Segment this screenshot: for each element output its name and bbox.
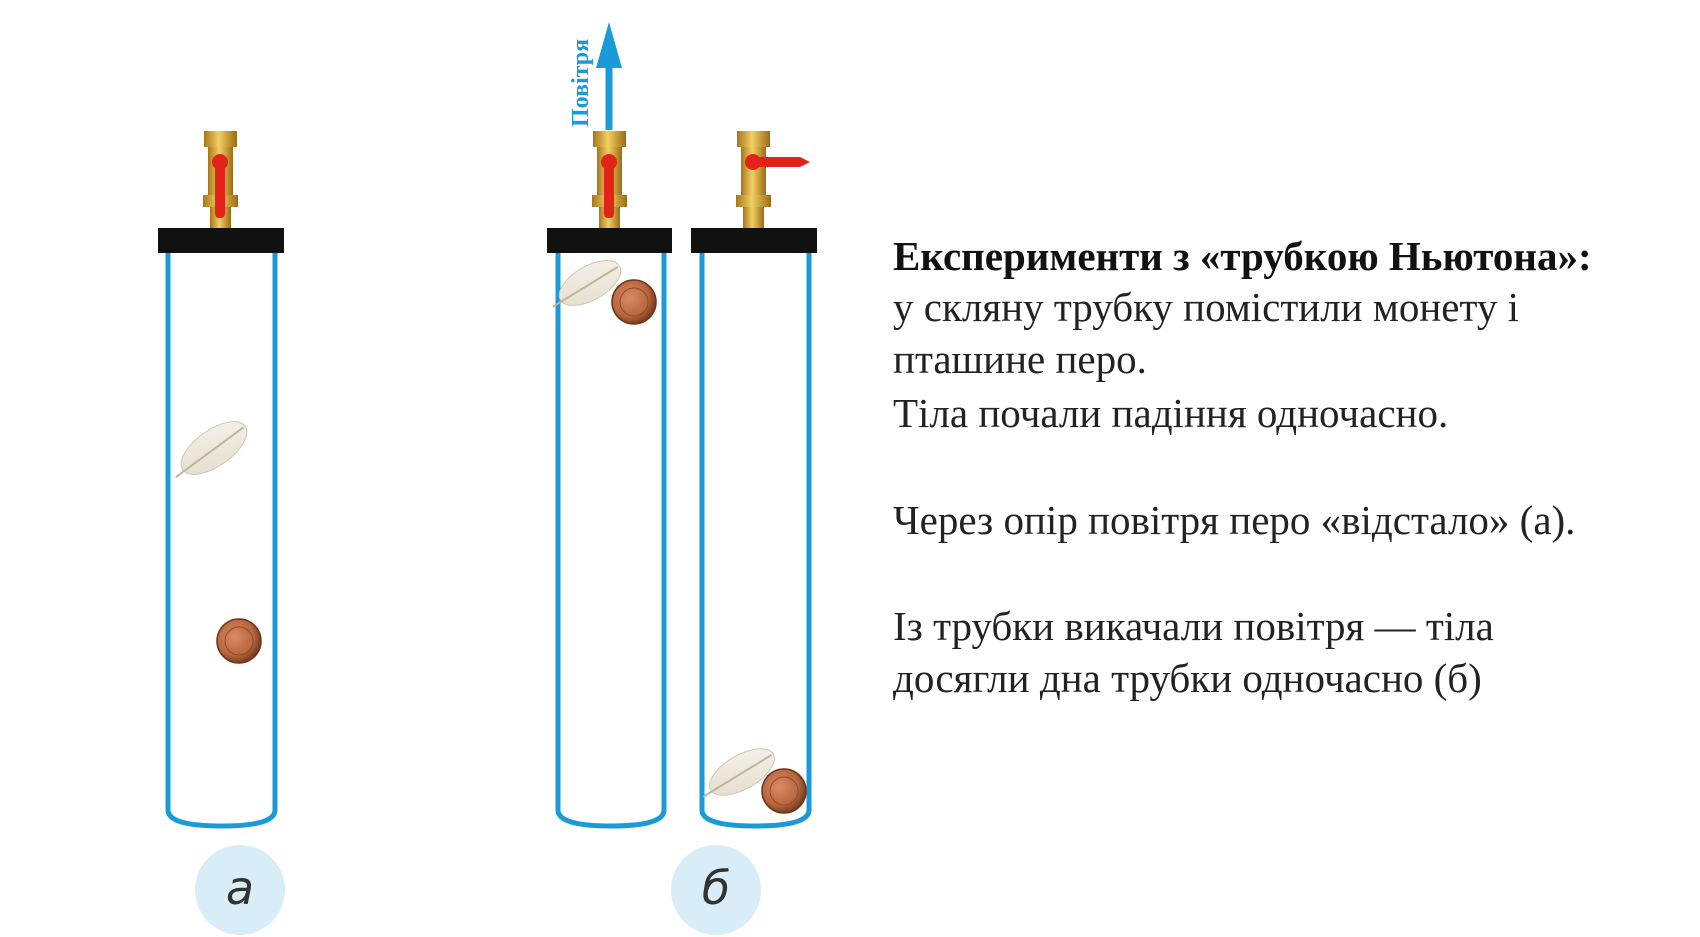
description-line-6: досягли дна трубки одночасно (б) (893, 655, 1482, 701)
tube-cap (691, 228, 817, 253)
tube-b-vacuum (691, 131, 817, 829)
air-label: Повітря (568, 39, 594, 127)
valve-icon (592, 131, 627, 229)
glass-tube (165, 253, 278, 829)
tube-b-pumping (547, 131, 672, 829)
coin-icon (761, 768, 807, 814)
feather-icon (175, 421, 248, 478)
label-a: а (195, 845, 285, 935)
description-line-3: Тіла почали падіння одночасно. (893, 390, 1449, 436)
description-line-1: у скляну трубку помістили монету і (893, 284, 1519, 330)
feather-icon (702, 748, 775, 798)
tube-cap (158, 228, 284, 253)
glass-tube (555, 253, 667, 829)
air-arrow (596, 22, 622, 130)
coin-icon (216, 618, 262, 664)
valve-icon (736, 131, 810, 229)
description-title: Експерименти з «трубкою Ньютона»: (893, 233, 1592, 279)
tube-cap (547, 228, 672, 253)
coin-icon (611, 279, 657, 325)
glass-tube (699, 253, 812, 829)
valve-icon (203, 131, 238, 229)
description-line-4: Через опір повітря перо «відстало» (а). (893, 497, 1576, 543)
label-b: б (671, 845, 761, 935)
feather-icon (552, 260, 622, 308)
description-line-2: пташине перо. (893, 336, 1147, 382)
description-line-5: Із трубки викачали повітря — тіла (893, 603, 1494, 649)
tube-a (158, 131, 284, 829)
